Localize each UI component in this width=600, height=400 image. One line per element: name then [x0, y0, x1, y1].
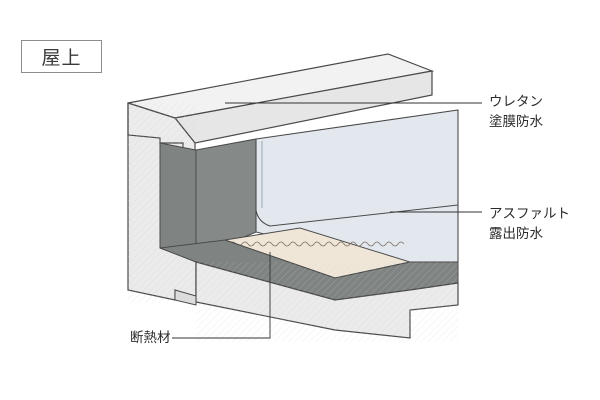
label-urethane-line1: ウレタン [489, 94, 543, 110]
wall-inner-face [159, 142, 197, 261]
section-title: 屋上 [21, 40, 102, 73]
label-asphalt-line2: 露出防水 [489, 226, 543, 242]
label-urethane-line2: 塗膜防水 [489, 114, 543, 130]
label-insulation: 断熱材 [130, 330, 171, 346]
leader-insulation [172, 252, 271, 339]
label-asphalt-line1: アスファルト [489, 206, 570, 222]
slab-notch [174, 289, 197, 306]
